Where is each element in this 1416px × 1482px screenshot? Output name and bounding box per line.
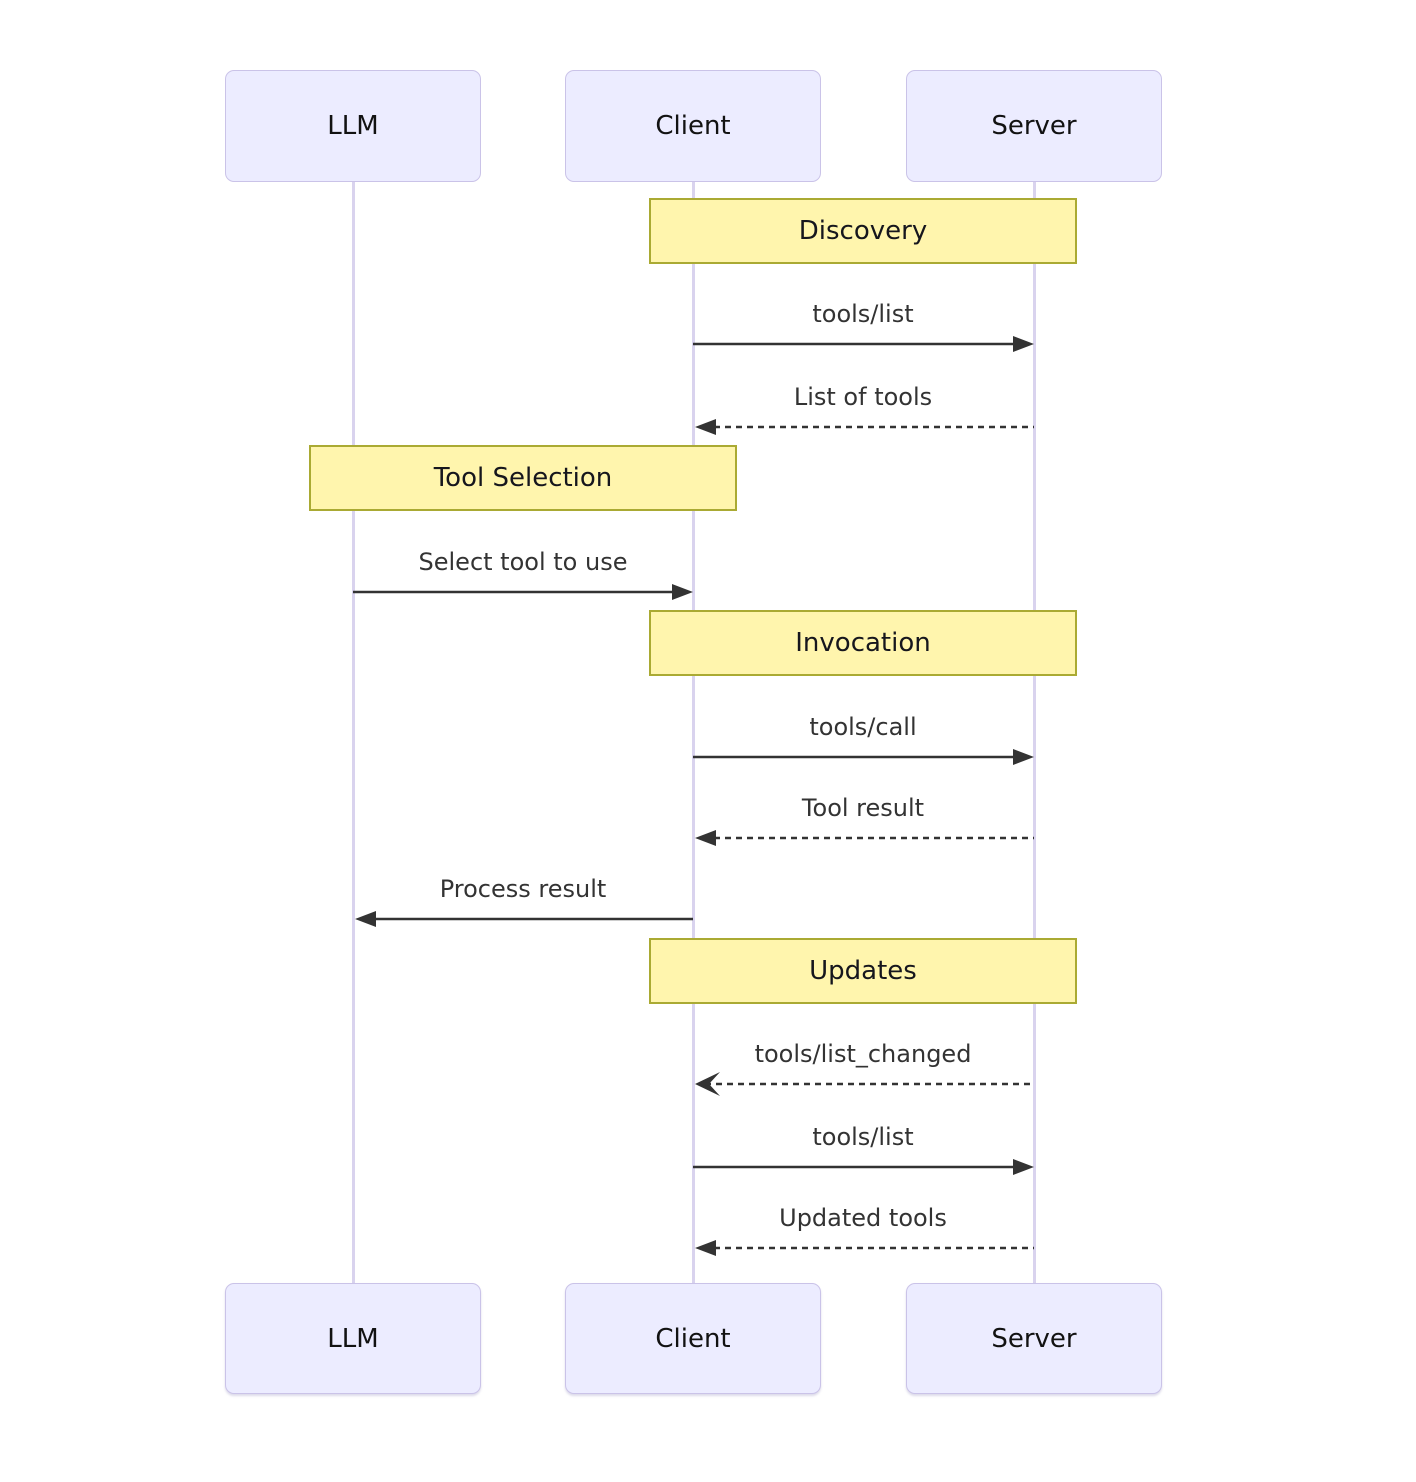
arrow-dashed-left <box>695 830 1034 846</box>
lifeline-client <box>691 182 695 1284</box>
arrow-dashed-open-left <box>695 1072 1034 1096</box>
actor-llm-top: LLM <box>225 70 481 182</box>
actor-client-label: Client <box>655 111 731 141</box>
note-invocation: Invocation <box>649 610 1077 676</box>
arrow-solid-right <box>693 749 1034 765</box>
arrow-solid-right <box>693 1159 1034 1175</box>
note-invocation-label: Invocation <box>795 628 931 658</box>
actor-server-label: Server <box>991 1323 1077 1354</box>
note-discovery-label: Discovery <box>798 216 928 246</box>
actor-client-label: Client <box>655 1323 731 1354</box>
actor-server-top: Server <box>906 70 1162 182</box>
message-label: Tool result <box>801 794 925 822</box>
note-tool-selection: Tool Selection <box>309 445 737 511</box>
note-updates-label: Updates <box>809 956 917 986</box>
actor-client-bottom: Client <box>565 1283 821 1394</box>
note-tool-selection-label: Tool Selection <box>433 463 613 493</box>
actor-client-top: Client <box>565 70 821 182</box>
message-label: Process result <box>439 875 607 903</box>
arrow-solid-right <box>353 584 693 600</box>
message-label: tools/list_changed <box>754 1040 972 1068</box>
actor-llm-label: LLM <box>327 1323 379 1354</box>
actor-llm-bottom: LLM <box>225 1283 481 1394</box>
message-label: tools/list <box>812 300 914 328</box>
message-label: Select tool to use <box>418 548 628 576</box>
lifeline-llm <box>351 182 355 1284</box>
note-updates: Updates <box>649 938 1077 1004</box>
actor-server-bottom: Server <box>906 1283 1162 1394</box>
arrow-solid-right <box>693 336 1034 352</box>
arrow-solid-left <box>355 911 693 927</box>
arrow-dashed-left <box>695 1240 1034 1256</box>
message-label: Updated tools <box>779 1204 947 1232</box>
arrow-dashed-left <box>695 419 1034 435</box>
actor-server-label: Server <box>991 111 1077 141</box>
note-discovery: Discovery <box>649 198 1077 264</box>
message-label: List of tools <box>793 383 933 411</box>
actor-llm-label: LLM <box>327 111 379 141</box>
message-label: tools/list <box>812 1123 914 1151</box>
lifeline-server <box>1032 182 1036 1284</box>
message-label: tools/call <box>809 713 917 741</box>
